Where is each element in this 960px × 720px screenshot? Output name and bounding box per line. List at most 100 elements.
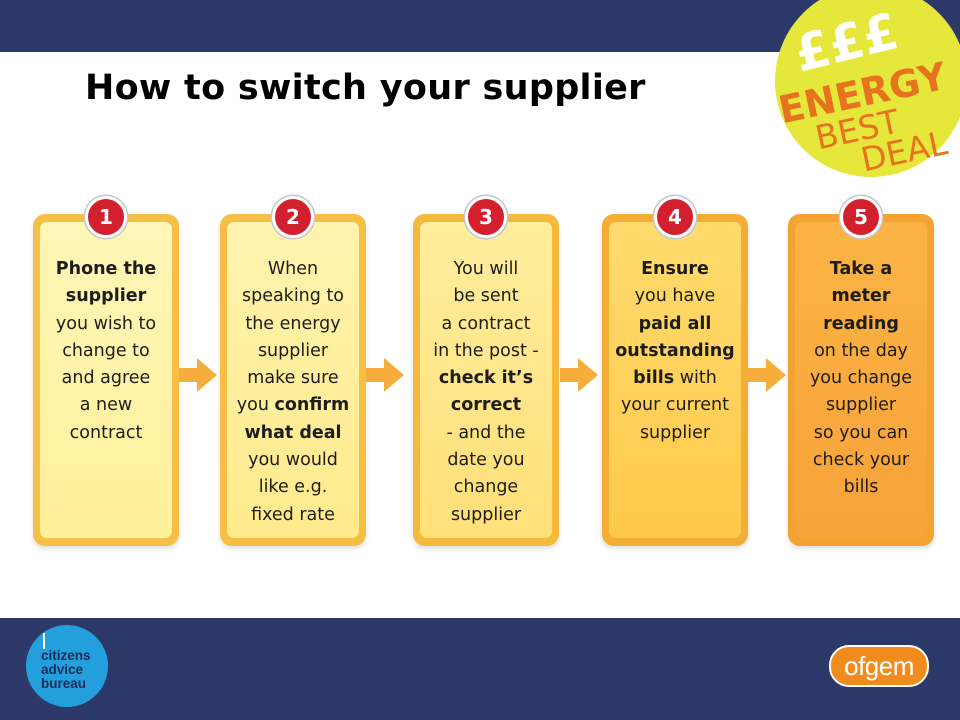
energy-best-deal-graphic: £££ ENERGY BEST DEAL: [775, 0, 960, 179]
step-text-segment: fixed rate: [251, 504, 335, 525]
step-text-segment: you wish to: [55, 313, 157, 334]
step-text-segment: contract: [69, 422, 143, 443]
step-text-segment: You will: [453, 259, 519, 279]
step-number-badge: 2: [272, 196, 314, 238]
step-text-segment: you: [236, 395, 275, 416]
step-text-emphasis: confirm: [274, 395, 350, 416]
step-text-emphasis: Take a: [829, 259, 893, 279]
step-text-line: bills: [788, 474, 934, 501]
step-text-line: you have: [602, 283, 748, 310]
step-text: When speaking to the energy supplier make su…: [220, 256, 366, 529]
step-text-segment: like e.g.: [258, 477, 328, 498]
step-text-line: in the post -: [413, 338, 559, 365]
step-text-line: supplier: [220, 338, 366, 365]
step-text-line: you confirm: [220, 392, 366, 419]
cab-logo-label: citizens advice bureau: [41, 649, 91, 691]
step-text-segment: check your: [812, 450, 910, 471]
step-text-line: a contract: [413, 311, 559, 338]
step-text-emphasis: outstanding: [615, 340, 735, 361]
step-text-segment: you have: [634, 286, 716, 307]
step-text-emphasis: what deal: [244, 422, 342, 443]
footer-banner: [0, 618, 960, 720]
step-text-segment: bills: [843, 477, 879, 498]
step-text-line: correct: [413, 392, 559, 419]
step-text-line: the energy: [220, 311, 366, 338]
step-text-line: you wish to: [33, 311, 179, 338]
step-text-emphasis: correct: [450, 395, 522, 416]
step-text-line: fixed rate: [220, 502, 366, 529]
step-text-line: reading: [788, 311, 934, 338]
step-text-line: supplier: [413, 502, 559, 529]
step-card-3: You will be sent a contract in the post - ch…: [413, 214, 559, 546]
step-text-segment: so you can: [813, 422, 909, 443]
step-text-line: change: [413, 474, 559, 501]
step-text-segment: supplier: [257, 340, 329, 361]
step-text-line: - and the: [413, 420, 559, 447]
step-text-segment: the energy: [245, 313, 341, 334]
step-text-line: Phone the: [33, 256, 179, 283]
step-text-line: paid all: [602, 311, 748, 338]
cab-logo-line: citizens: [41, 648, 91, 663]
step-text-segment: date you: [447, 450, 525, 471]
step-text-line: When: [220, 256, 366, 283]
page-title: How to switch your supplier: [85, 68, 646, 108]
step-text-segment: When: [267, 259, 319, 279]
energy-logo-circle: [775, 0, 960, 177]
step-text-segment: make sure: [247, 368, 339, 389]
step-number-badge: 5: [840, 196, 882, 238]
step-card-panel: [795, 222, 927, 538]
step-text-line: check it’s: [413, 365, 559, 392]
step-card-2: When speaking to the energy supplier make su…: [220, 214, 366, 546]
step-text-emphasis: meter: [831, 286, 891, 307]
step-card-panel: [40, 222, 172, 538]
step-text-segment: you change: [809, 368, 913, 389]
step-text-segment: you would: [248, 450, 338, 471]
step-text-line: You will: [413, 256, 559, 283]
step-text-line: like e.g.: [220, 474, 366, 501]
step-text-line: supplier: [602, 420, 748, 447]
step-text-line: you change: [788, 365, 934, 392]
step-text-line: bills with: [602, 365, 748, 392]
arrow-right-icon: [560, 358, 598, 392]
step-text-line: contract: [33, 420, 179, 447]
arrow-right-icon: [366, 358, 404, 392]
arrow-right-icon: [179, 358, 217, 392]
arrow-right-icon: [748, 358, 786, 392]
step-text-emphasis: Phone the: [55, 259, 157, 279]
cab-logo-line: advice: [41, 662, 84, 677]
step-text-segment: your current: [620, 395, 730, 416]
step-text-segment: supplier: [450, 504, 522, 525]
step-text-segment: supplier: [825, 395, 897, 416]
step-number-badge: 4: [654, 196, 696, 238]
step-card-panel: [227, 222, 359, 538]
cab-logo-line: bureau: [41, 676, 87, 691]
step-text-line: supplier: [788, 392, 934, 419]
step-text-line: your current: [602, 392, 748, 419]
step-text-line: speaking to: [220, 283, 366, 310]
step-text-segment: on the day: [814, 340, 908, 361]
step-text-segment: a contract: [441, 313, 531, 334]
step-text-emphasis: bills: [633, 368, 675, 389]
step-text-line: you would: [220, 447, 366, 474]
step-text-line: meter: [788, 283, 934, 310]
step-text-line: outstanding: [602, 338, 748, 365]
step-card-panel: [609, 222, 741, 538]
step-card-panel: [420, 222, 552, 538]
step-text-emphasis: Ensure: [641, 259, 709, 279]
step-text-line: change to: [33, 338, 179, 365]
step-text-segment: a new: [79, 395, 133, 416]
step-text-segment: in the post -: [433, 340, 539, 361]
step-text-line: what deal: [220, 420, 366, 447]
step-text-line: Ensure: [602, 256, 748, 283]
step-text-segment: change to: [62, 340, 150, 361]
cab-logo-bar-icon: [43, 633, 45, 649]
step-text-segment: and agree: [61, 368, 151, 389]
step-text-line: be sent: [413, 283, 559, 310]
ofgem-logo: ofgem: [829, 645, 929, 687]
step-text-segment: - and the: [446, 422, 526, 443]
step-text-segment: with: [674, 368, 717, 389]
citizens-advice-bureau-logo: citizens advice bureau: [26, 625, 108, 707]
